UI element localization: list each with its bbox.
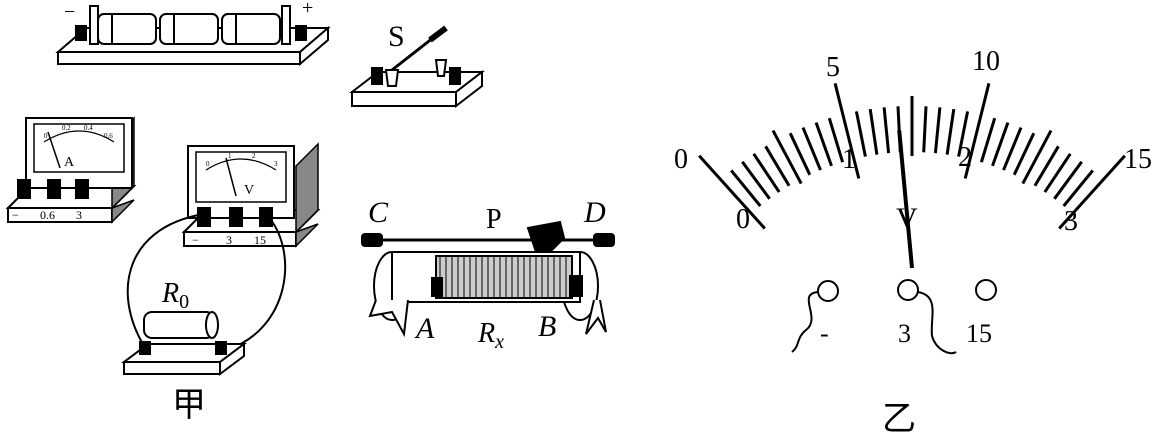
dial-tick	[945, 108, 956, 155]
rheostat-rx-label: Rx	[477, 318, 504, 353]
dial-tick	[827, 117, 845, 163]
dial-tick	[1012, 132, 1036, 176]
dial-tick	[771, 129, 803, 185]
ammeter-terminal-minus: −	[12, 208, 19, 222]
rheostat-coil	[439, 256, 567, 298]
dial-tick	[991, 122, 1010, 167]
dial-tick	[1043, 152, 1072, 193]
dial-tick	[854, 111, 867, 157]
dial-tick	[764, 145, 791, 187]
rheostat-label-p: P	[486, 204, 502, 235]
dial-tick	[730, 169, 762, 207]
dial-pointer	[897, 130, 914, 269]
ammeter-scale-3: 0.6	[104, 132, 113, 140]
ammeter-scale-2: 0.4	[84, 124, 93, 132]
dial-tick	[752, 152, 781, 193]
dial-tick	[788, 132, 812, 176]
ammeter-scale-1: 0.2	[62, 124, 71, 132]
voltmeter-small-scale-3: 3	[274, 160, 278, 168]
dial-tick	[963, 83, 991, 179]
dial-terminals	[791, 279, 997, 355]
dial-tick	[1002, 127, 1023, 171]
dial-tick	[922, 106, 928, 153]
ammeter	[5, 116, 137, 224]
dial-tick	[868, 108, 879, 155]
switch-label: S	[388, 20, 405, 53]
dial-tick	[833, 83, 861, 179]
ammeter-terminal-06: 0.6	[40, 208, 55, 222]
dial-tick	[1021, 129, 1053, 185]
ammeter-letter: A	[64, 155, 75, 170]
dial-outer-10: 10	[972, 46, 1000, 77]
voltmeter-small-scale-0: 0	[206, 160, 210, 168]
dial-tick	[1062, 169, 1094, 207]
voltmeter-small-terminal-minus: −	[192, 233, 199, 247]
dial-tick	[801, 127, 822, 171]
dial-inner-3: 3	[1064, 206, 1078, 237]
ammeter-small-scale: 0 0.2 0.4 0.6	[44, 124, 113, 140]
rheostat-rx-main: R	[477, 318, 495, 349]
switch	[349, 25, 485, 109]
dial-tick	[882, 107, 891, 154]
resistor-r0-label: R0	[161, 278, 189, 313]
dial-tick	[957, 111, 970, 157]
dial-tick	[698, 154, 766, 230]
voltmeter-small-terminal-15: 15	[254, 233, 266, 247]
dial-tick	[741, 160, 771, 200]
rheostat-label-b: B	[538, 310, 556, 343]
dial-tick	[933, 107, 942, 154]
dial-inner-1: 1	[842, 144, 856, 175]
resistor-r0	[121, 213, 287, 376]
dial-terminal-15: 15	[966, 319, 992, 348]
dial-ticks	[698, 83, 1126, 230]
dial-tick	[1053, 160, 1083, 200]
dial-inner-2: 2	[958, 142, 972, 173]
dial-outer-0: 0	[674, 144, 688, 175]
dial-tick	[979, 117, 997, 163]
dial-outer-5: 5	[826, 52, 840, 83]
ammeter-terminal-3: 3	[76, 208, 82, 222]
dial-inner-0: 0	[736, 204, 750, 235]
voltmeter-small-scale: 0 1 2 3	[206, 152, 278, 168]
figure-right-caption: 乙	[882, 401, 916, 437]
dial-tick	[1033, 145, 1060, 187]
ammeter-scale-0: 0	[44, 132, 48, 140]
dial-outer-15: 15	[1124, 144, 1152, 175]
resistor-r0-sub: 0	[179, 291, 189, 313]
voltmeter-small-terminal-3: 3	[226, 233, 232, 247]
figure-left-caption: 甲	[172, 387, 206, 424]
voltmeter-small-letter: V	[244, 183, 254, 198]
rheostat-rx-sub: x	[494, 331, 504, 353]
rheostat	[361, 220, 615, 338]
resistor-r0-main: R	[161, 278, 179, 309]
dial-tick	[814, 122, 833, 167]
voltmeter-small-scale-1: 1	[228, 152, 232, 160]
rheostat-label-a: A	[414, 312, 435, 345]
rheostat-label-d: D	[583, 196, 606, 229]
voltmeter-small-scale-2: 2	[252, 152, 256, 160]
battery-minus-label: −	[64, 1, 75, 23]
voltmeter-small	[181, 142, 321, 248]
dial-terminal-minus: -	[820, 319, 829, 348]
dial-tick	[1058, 154, 1126, 230]
battery-plus-label: +	[302, 0, 313, 19]
dial-terminal-3: 3	[898, 319, 911, 348]
battery-pack	[55, 5, 331, 67]
rheostat-label-c: C	[368, 196, 389, 229]
